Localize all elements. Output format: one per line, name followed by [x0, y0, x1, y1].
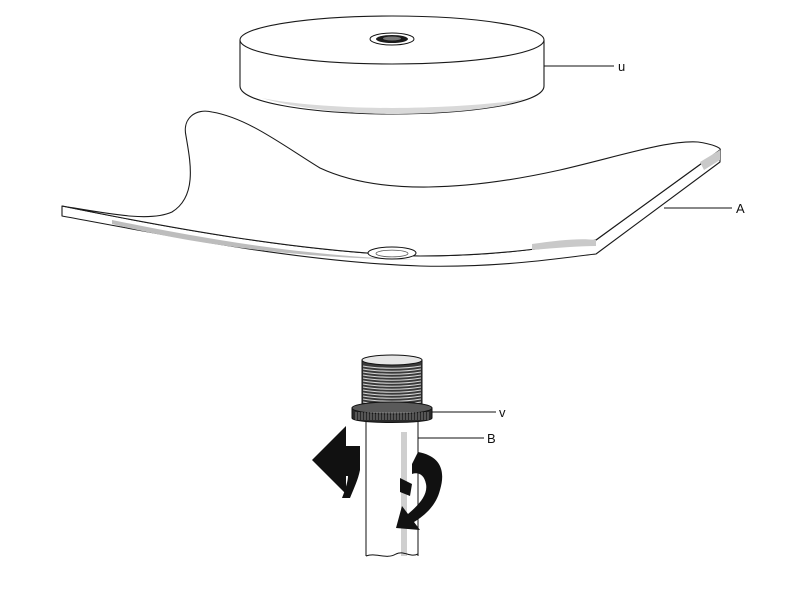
thread-line [362, 392, 422, 396]
label-v: v [499, 405, 506, 420]
thread-line [362, 398, 422, 402]
thread-line [362, 389, 422, 393]
leader-plate: A [664, 201, 745, 216]
weight-disc [239, 15, 545, 115]
ring-nut [351, 401, 433, 423]
label-u: u [618, 59, 625, 74]
leader-ring: v [432, 405, 506, 420]
thread-line [362, 374, 422, 378]
leader-pole: B [418, 431, 496, 446]
base-plate [61, 110, 721, 267]
thread-line [362, 371, 422, 375]
rotation-arrow-left [312, 426, 360, 498]
label-A: A [736, 201, 745, 216]
rotation-arrow-right [396, 452, 443, 530]
thread-line [362, 365, 422, 369]
thread-line [362, 386, 422, 390]
thread-line [362, 383, 422, 387]
pole [365, 420, 419, 570]
label-B: B [487, 431, 496, 446]
threaded-stud [361, 354, 423, 409]
thread-line [362, 368, 422, 372]
thread-line [362, 395, 422, 399]
thread-line [362, 377, 422, 381]
thread-line [362, 380, 422, 384]
leader-weight: u [544, 59, 625, 74]
